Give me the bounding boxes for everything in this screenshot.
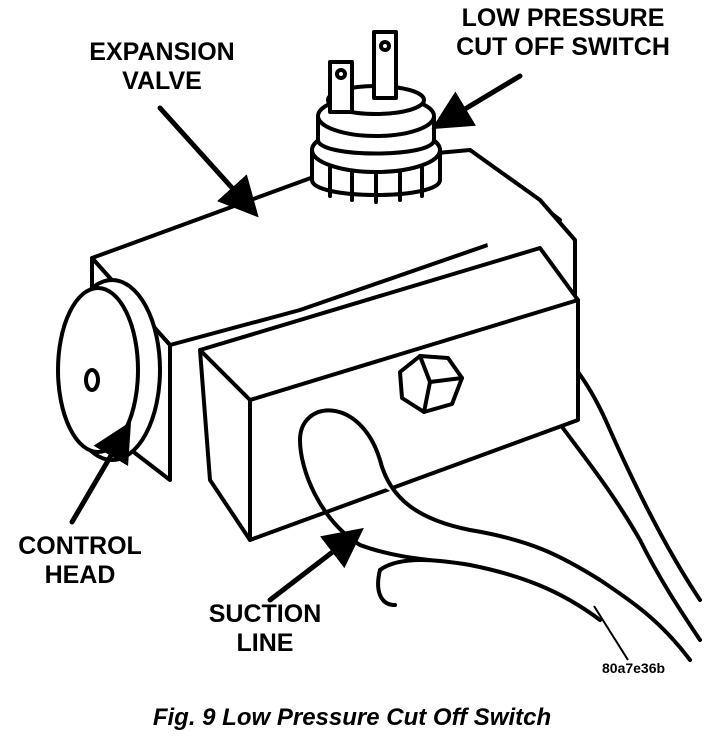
arrow-low-pressure-switch (431, 73, 523, 130)
label-suction-line: SUCTION LINE (180, 600, 350, 658)
figure-caption: Fig. 9 Low Pressure Cut Off Switch (152, 704, 552, 731)
label-expansion-valve-line1: EXPANSION (89, 38, 235, 66)
arrow-suction-line (267, 527, 364, 603)
label-control-head-line1: CONTROL (18, 532, 142, 560)
arrow-control-head (69, 421, 132, 525)
label-suction-line-line1: SUCTION (208, 600, 322, 628)
control-head-disc (56, 278, 162, 462)
label-control-head: CONTROL HEAD (0, 532, 160, 590)
low-pressure-switch (310, 30, 442, 204)
mounting-bolt (398, 354, 464, 414)
valve-front-block (198, 246, 580, 542)
label-control-head-line2: HEAD (44, 561, 116, 589)
reference-code: 80a7e36b (602, 660, 666, 676)
label-expansion-valve-line2: VALVE (122, 67, 202, 95)
leader-ref-code (593, 605, 629, 661)
arrow-expansion-valve (157, 105, 259, 218)
label-expansion-valve: EXPANSION VALVE (62, 38, 262, 96)
label-low-pressure-line2: CUT OFF SWITCH (456, 33, 670, 61)
label-low-pressure-line1: LOW PRESSURE (461, 4, 665, 32)
label-suction-line-line2: LINE (236, 629, 294, 657)
label-low-pressure-switch: LOW PRESSURE CUT OFF SWITCH (418, 4, 704, 62)
suction-line-front (298, 408, 692, 662)
